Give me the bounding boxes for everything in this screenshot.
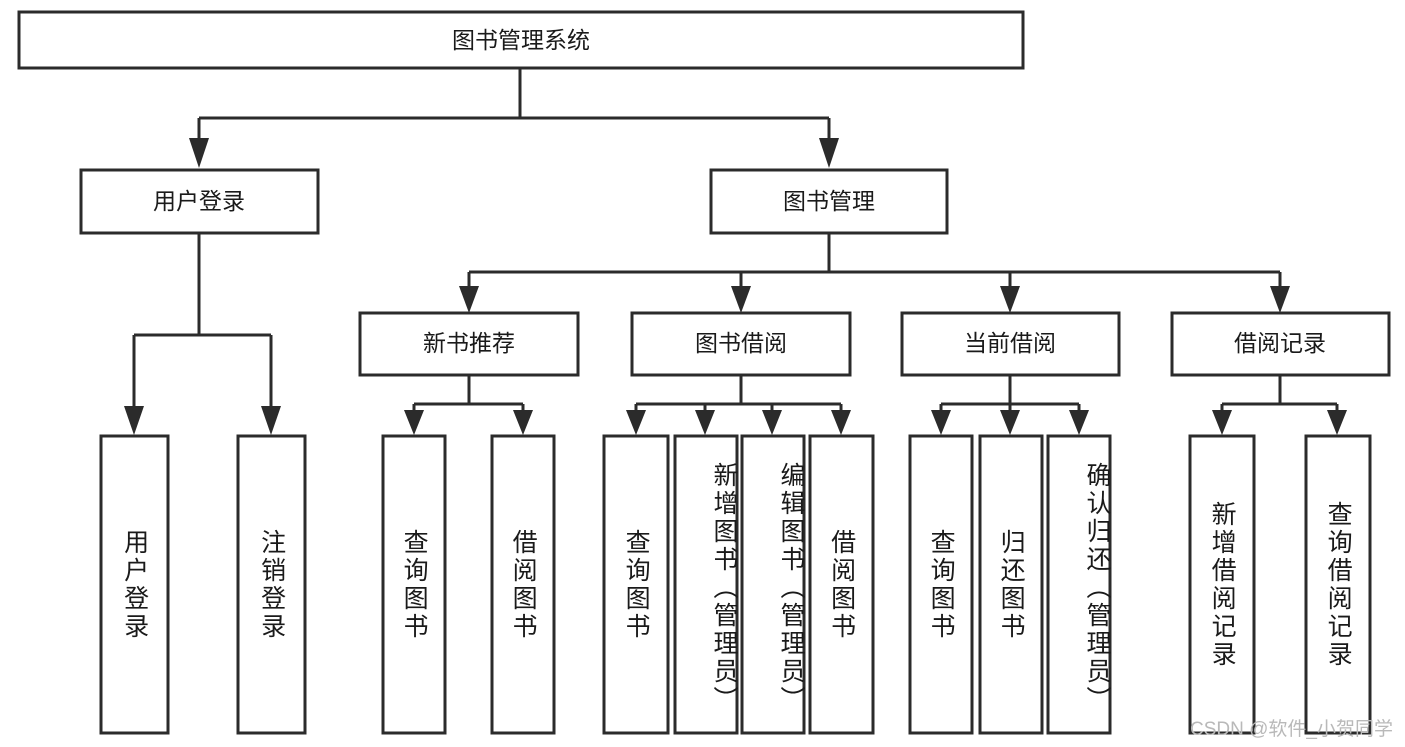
node-book-borrow-label: 图书借阅 [695,330,787,356]
leaf-box-user-login-1[interactable] [99,434,170,735]
arrow-head-br-leaf-2 [1327,410,1347,435]
watermark-text: CSDN @软件_小贺同学 [1190,719,1393,740]
arrow-head-cb-leaf-2 [1000,410,1020,435]
arrow-head-book-manage [819,138,839,168]
node-new-book-recommend-box[interactable] [358,311,580,377]
node-new-book-recommend[interactable]: 新书推荐 [358,311,580,377]
arrow-head-bb-leaf-3 [762,410,782,435]
node-book-manage-label: 图书管理 [783,188,875,214]
connectors-group [124,68,1347,435]
arrow-head-book-borrow [731,286,751,313]
arrow-head-nb-leaf-2 [513,410,533,435]
leaf-box-book-borrow-2[interactable] [673,434,739,735]
leaf-box-new-book-1[interactable] [381,434,447,735]
arrow-head-current-borrow [1000,286,1020,313]
node-new-book-recommend-label: 新书推荐 [423,330,515,356]
leaf-box-book-borrow-4[interactable] [808,434,875,735]
arrow-head-borrow-record [1270,286,1290,313]
arrow-head-bb-leaf-2 [695,410,715,435]
node-user-login-box[interactable] [79,168,320,235]
leaf-box-new-book-2[interactable] [490,434,556,735]
node-book-manage[interactable]: 图书管理 [709,168,949,235]
leaf-box-current-borrow-3[interactable] [1046,434,1112,735]
node-borrow-record-box[interactable] [1170,311,1391,377]
leaf-box-user-login-2[interactable] [236,434,307,735]
leaf-box-borrow-record-1[interactable] [1188,434,1256,735]
node-borrow-record[interactable]: 借阅记录 [1170,311,1391,377]
arrow-head-new-book [459,286,479,313]
node-current-borrow[interactable]: 当前借阅 [900,311,1121,377]
arrow-head-nb-leaf-1 [404,410,424,435]
node-borrow-record-label: 借阅记录 [1234,330,1326,356]
node-book-borrow-box[interactable] [630,311,852,377]
node-root-label: 图书管理系统 [452,27,590,53]
arrow-head-br-leaf-1 [1212,410,1232,435]
leaf-box-borrow-record-2[interactable] [1304,434,1372,735]
node-current-borrow-box[interactable] [900,311,1121,377]
leaf-box-book-borrow-1[interactable] [602,434,670,735]
arrow-head-bb-leaf-4 [831,410,851,435]
node-book-borrow[interactable]: 图书借阅 [630,311,852,377]
leaf-box-book-borrow-3[interactable] [740,434,806,735]
node-current-borrow-label: 当前借阅 [964,330,1056,356]
node-user-login[interactable]: 用户登录 [79,168,320,235]
arrow-head-cb-leaf-1 [931,410,951,435]
arrow-head-cb-leaf-3 [1069,410,1089,435]
leaf-box-current-borrow-2[interactable] [978,434,1044,735]
arrow-head-user-login [189,138,209,168]
node-root-box[interactable] [17,10,1025,70]
arrow-head-bb-leaf-1 [626,410,646,435]
node-root[interactable]: 图书管理系统 [17,10,1025,70]
arrow-head-leaf-logout [261,406,281,435]
arrow-head-leaf-user-login [124,406,144,435]
leaf-box-current-borrow-1[interactable] [908,434,974,735]
node-book-manage-box[interactable] [709,168,949,235]
node-user-login-label: 用户登录 [153,188,245,214]
